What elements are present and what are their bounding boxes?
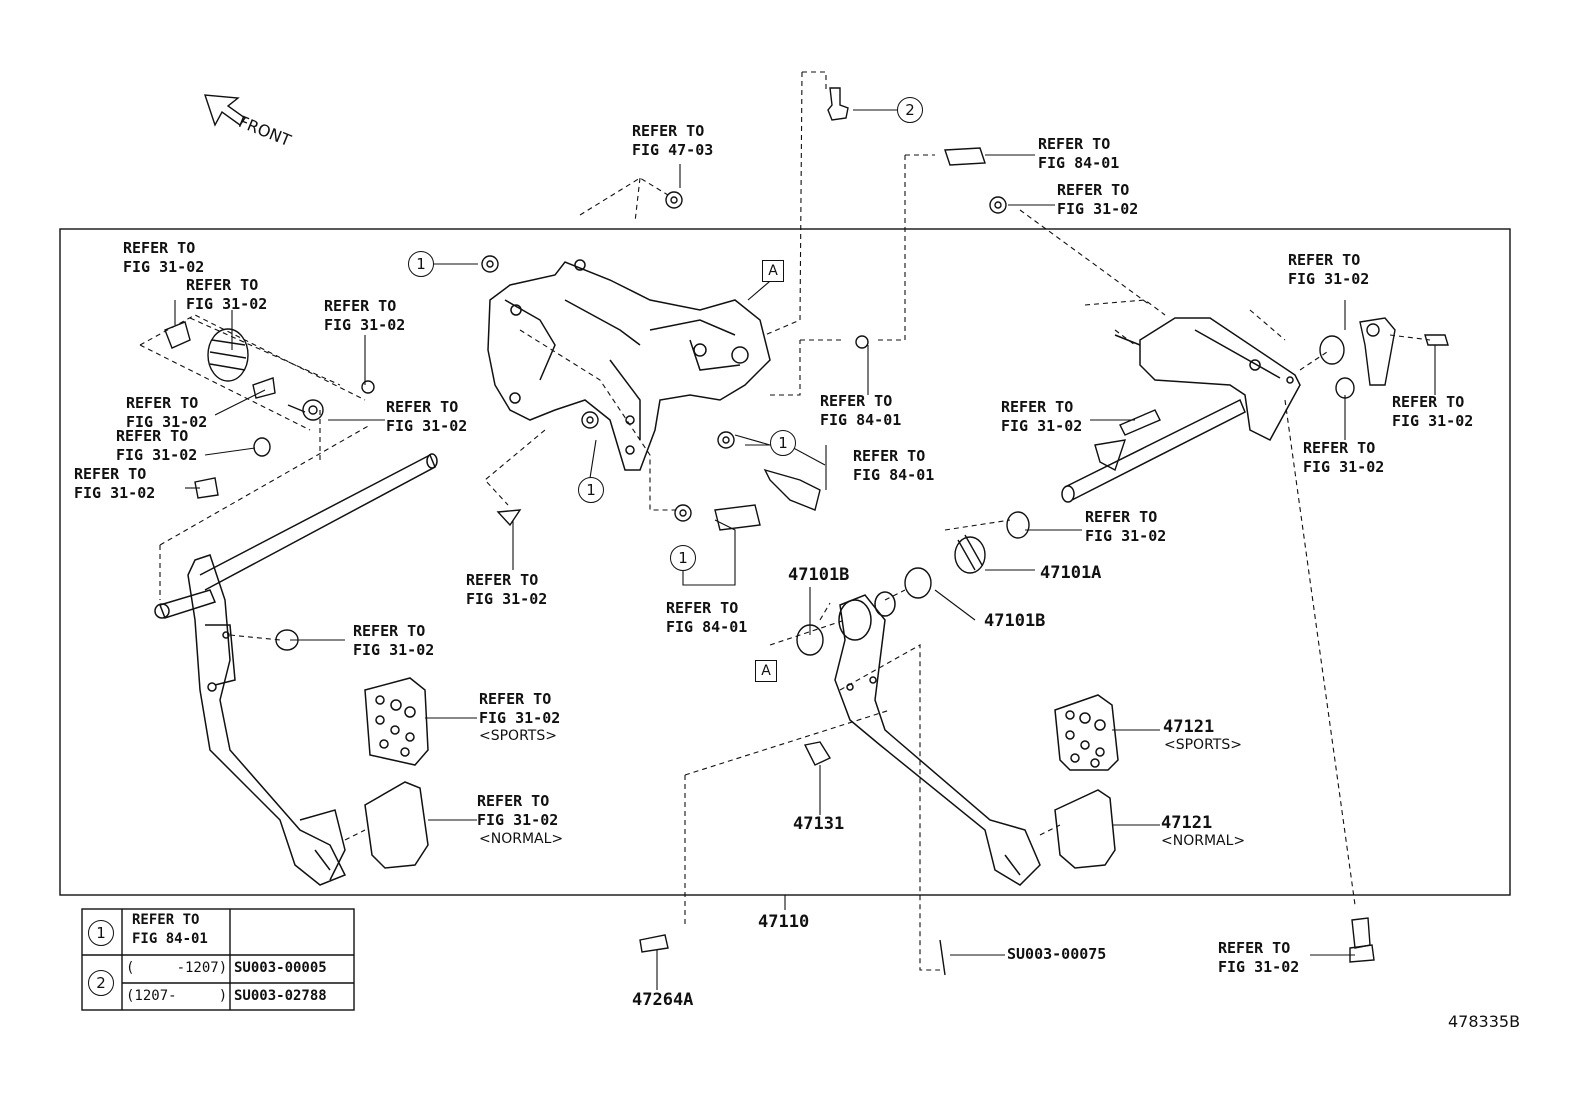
assembly-frame — [59, 228, 1511, 896]
left-pedal-shaft — [154, 453, 438, 619]
front-arrow-icon — [203, 94, 246, 127]
left-sport-pad — [364, 677, 429, 766]
part-47110: 47110 — [758, 912, 810, 932]
right-pedal-arm — [834, 591, 1041, 886]
marker-1: 1 — [578, 477, 604, 503]
left-pedal-arm — [187, 554, 347, 886]
right-normal-pad — [1054, 789, 1116, 869]
variant-sports: <SPORTS> — [1164, 737, 1242, 753]
variant-sports: <SPORTS> — [479, 728, 557, 744]
marker-1: 1 — [670, 545, 696, 571]
marker-1: 1 — [770, 430, 796, 456]
legend-row1-text-2: FIG 84-01 — [132, 931, 208, 947]
legend-row2b-range: (1207- ) — [126, 988, 228, 1004]
part-47101b: 47101B — [984, 611, 1046, 631]
diagram-code: 478335B — [1448, 1012, 1521, 1031]
legend-row2a-code: SU003-00005 — [234, 960, 327, 976]
part-47121: 47121 — [1161, 813, 1213, 833]
legend-marker-2: 2 — [88, 970, 114, 996]
part-47131: 47131 — [793, 814, 845, 834]
legend-marker-1: 1 — [88, 920, 114, 946]
legend-table — [81, 908, 355, 1011]
right-sport-pad — [1054, 694, 1119, 771]
left-normal-pad — [364, 781, 429, 869]
variant-normal: <NORMAL> — [479, 831, 564, 847]
marker-1: 1 — [408, 251, 434, 277]
legend-row1-text-1: REFER TO — [132, 912, 200, 928]
pedal-bracket — [487, 259, 771, 471]
small-parts — [164, 87, 1449, 976]
right-bracket — [1114, 317, 1301, 441]
legend-row2a-range: ( -1207) — [126, 960, 228, 976]
right-pedal-shaft — [1061, 398, 1246, 503]
variant-normal: <NORMAL> — [1161, 833, 1246, 849]
part-47101a: 47101A — [1040, 563, 1102, 583]
part-47121: 47121 — [1163, 717, 1215, 737]
marker-2: 2 — [897, 97, 923, 123]
part-su003-00075: SU003-00075 — [1007, 945, 1107, 963]
legend-row2b-code: SU003-02788 — [234, 988, 327, 1004]
marker-a: A — [762, 260, 784, 282]
part-47101b: 47101B — [788, 565, 850, 585]
part-47264a: 47264A — [632, 990, 694, 1010]
marker-a: A — [755, 660, 777, 682]
